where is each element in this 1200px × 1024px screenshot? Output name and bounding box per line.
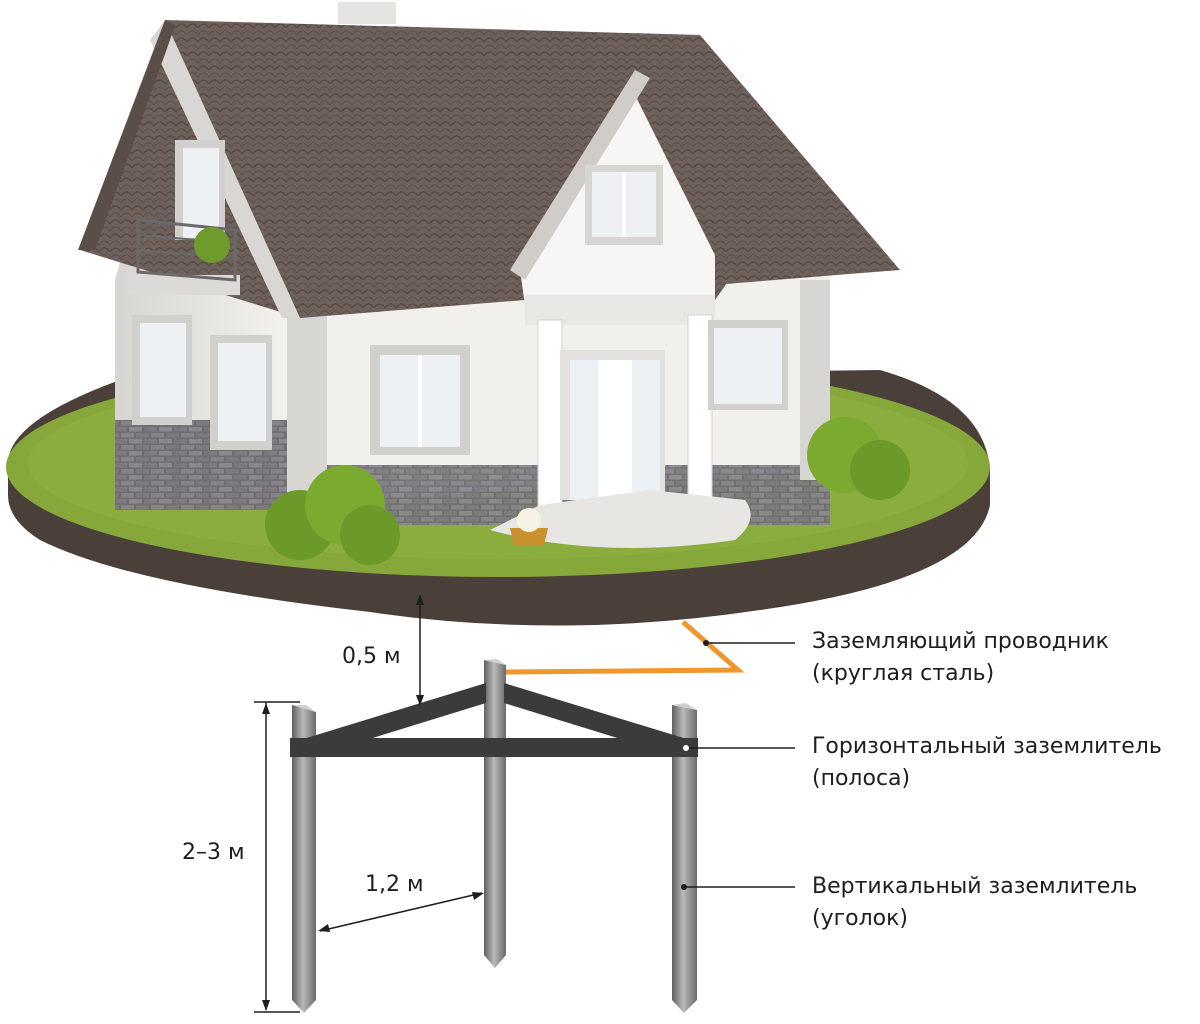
horizontal-strip-left-diagonal: [300, 683, 486, 745]
horizontal-strip-right-diagonal: [504, 683, 690, 745]
vertical-rod-middle: [484, 659, 506, 968]
horizontal-strip: [290, 738, 698, 757]
label-grounding-conductor: Заземляющий проводник (круглая сталь): [812, 629, 1109, 686]
length-value: 2–3 м: [182, 840, 245, 865]
grounding-system: [254, 594, 795, 1013]
spacing-dimension-arrow: [318, 892, 484, 932]
label-horizontal-electrode: Горизонтальный заземлитель (полоса): [812, 734, 1162, 791]
vertical-rod-left: [292, 705, 316, 1013]
label-vertical-electrode: Вертикальный заземлитель (уголок): [812, 874, 1138, 931]
spacing-value: 1,2 м: [365, 872, 424, 897]
length-dimension-arrow: [254, 701, 300, 1013]
vertical-rod-right: [672, 703, 697, 1013]
house-illustration: [78, 2, 910, 565]
grounding-conductor: [504, 620, 745, 675]
depth-value: 0,5 м: [342, 644, 401, 669]
depth-dimension-arrow: [416, 594, 424, 706]
